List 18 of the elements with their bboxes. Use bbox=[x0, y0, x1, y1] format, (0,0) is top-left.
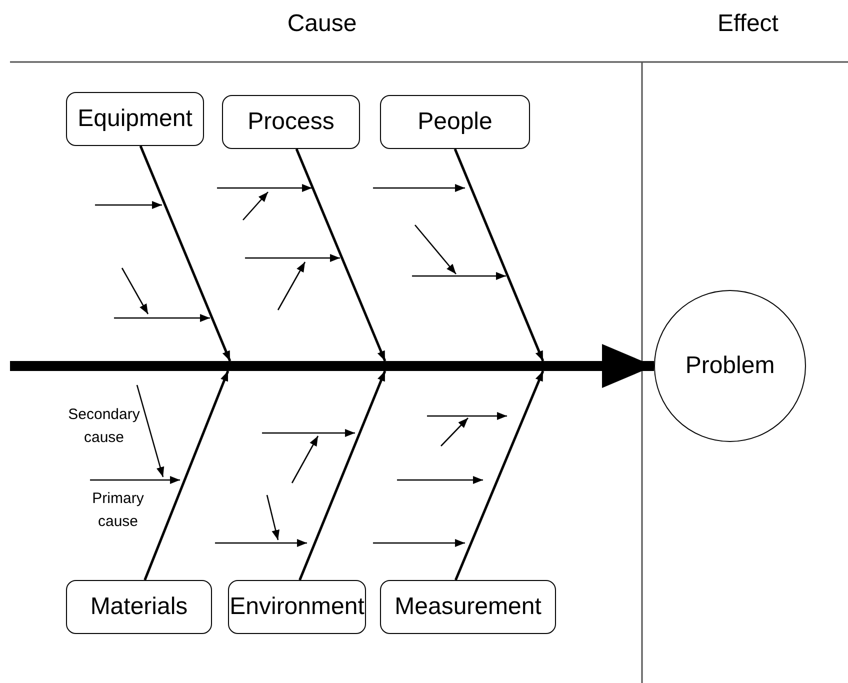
category-box: Materials bbox=[66, 580, 212, 634]
annotation-text: Secondary cause bbox=[67, 405, 141, 448]
column-heading: Effect bbox=[716, 9, 780, 39]
category-box: People bbox=[380, 95, 530, 149]
category-box: Measurement bbox=[380, 580, 556, 634]
bone-arrow bbox=[454, 370, 544, 580]
problem-circle: Problem bbox=[654, 290, 806, 442]
column-heading: Cause bbox=[286, 9, 358, 39]
bone-arrow bbox=[454, 148, 544, 362]
bone-arrow bbox=[139, 146, 232, 362]
bone-arrow bbox=[298, 370, 386, 580]
category-box: Environment bbox=[228, 580, 366, 634]
category-box: Process bbox=[222, 95, 360, 149]
spine-arrow bbox=[10, 344, 654, 388]
annotation-text: Primary cause bbox=[91, 489, 145, 532]
bone-arrow bbox=[295, 148, 386, 362]
bone-arrow bbox=[144, 370, 230, 580]
category-box: Equipment bbox=[66, 92, 204, 146]
